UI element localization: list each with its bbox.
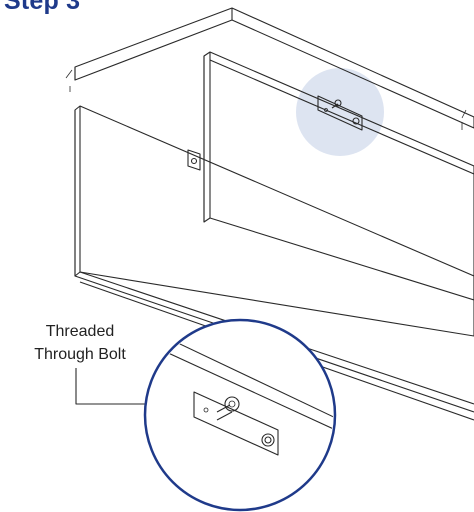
bolt-callout: Threaded Through Bolt	[18, 320, 142, 366]
callout-line-1: Threaded	[45, 323, 115, 340]
back-panel	[203, 51, 474, 301]
top-bolt-bracket	[317, 95, 363, 131]
side-bracket	[187, 149, 201, 171]
zoom-detail	[143, 318, 337, 512]
top-board	[65, 7, 474, 130]
step-title: Step 3	[4, 0, 81, 15]
bolt-highlight	[296, 68, 384, 156]
callout-line-2: Through Bolt	[34, 346, 126, 363]
